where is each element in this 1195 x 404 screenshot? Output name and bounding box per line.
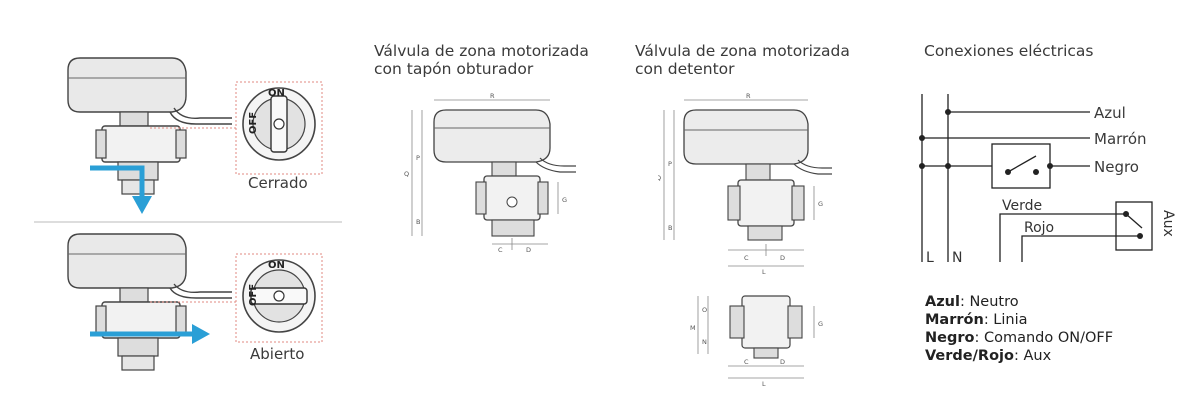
plug-valve-panel: Válvula de zona motorizada con tapón obt… bbox=[374, 42, 614, 78]
plug-dim-p: P bbox=[416, 154, 420, 162]
detent-dim-b: B bbox=[668, 224, 672, 232]
legend-row: Azul: Neutro bbox=[925, 294, 1019, 310]
detent-valve-drawing: R Q P B G C D L M O N G C D L bbox=[658, 92, 832, 388]
plug-valve-title-line2: con tapón obturador bbox=[374, 60, 534, 78]
detent-dim-d2: D bbox=[780, 358, 785, 366]
flow-arrow-closed bbox=[90, 165, 145, 200]
detent-dim-r: R bbox=[746, 92, 751, 100]
detent-dim-l: L bbox=[762, 268, 766, 276]
terminal-n: N bbox=[952, 250, 962, 266]
open-knob-off: OFF bbox=[248, 284, 259, 306]
legend-row: Marrón: Linia bbox=[925, 312, 1028, 328]
plug-dim-c: C bbox=[498, 246, 503, 254]
wire-verde-label: Verde bbox=[1002, 198, 1042, 214]
plug-valve-title-line1: Válvula de zona motorizada bbox=[374, 42, 589, 60]
closed-valve-illustration bbox=[67, 57, 236, 214]
electric-title: Conexiones eléctricas bbox=[924, 42, 1094, 60]
aux-label: Aux bbox=[1160, 210, 1176, 237]
closed-knob-on: ON bbox=[268, 88, 285, 99]
closed-knob-off: OFF bbox=[248, 112, 259, 134]
plug-valve-drawing: R Q P B G C D bbox=[404, 92, 576, 254]
legend-row: Verde/Rojo: Aux bbox=[925, 348, 1052, 364]
detent-dim-n: N bbox=[702, 338, 707, 346]
detent-dim-g2: G bbox=[818, 320, 823, 328]
plug-dim-b: B bbox=[416, 218, 420, 226]
detent-valve-panel: Válvula de zona motorizada con detentor bbox=[635, 42, 875, 78]
detent-dim-d: D bbox=[780, 254, 785, 262]
wire-rojo-label: Rojo bbox=[1024, 220, 1054, 236]
wire-negro-label: Negro bbox=[1094, 158, 1139, 176]
wiring-diagram: Verde Rojo Aux L N bbox=[919, 94, 1176, 266]
closed-state-label: Cerrado bbox=[248, 174, 308, 192]
detent-dim-q: Q bbox=[658, 174, 661, 182]
valve-states-panel: ON OFF ON OFF bbox=[0, 0, 350, 400]
terminal-l: L bbox=[926, 250, 934, 266]
closed-knob-callout: ON OFF bbox=[235, 81, 323, 175]
detent-dim-g: G bbox=[818, 200, 823, 208]
plug-dim-q: Q bbox=[404, 170, 409, 178]
detent-valve-title-line2: con detentor bbox=[635, 60, 735, 78]
plug-dim-r: R bbox=[490, 92, 495, 100]
plug-dim-g: G bbox=[562, 196, 567, 204]
open-knob-on: ON bbox=[268, 260, 285, 271]
legend-row: Negro: Comando ON/OFF bbox=[925, 330, 1114, 346]
detent-valve-title-line1: Válvula de zona motorizada bbox=[635, 42, 850, 60]
detent-dim-p: P bbox=[668, 160, 672, 168]
open-valve-illustration bbox=[67, 233, 236, 371]
detent-dim-m: M bbox=[690, 324, 696, 332]
plug-dim-d: D bbox=[526, 246, 531, 254]
detent-dim-c: C bbox=[744, 254, 749, 262]
detent-dim-o: O bbox=[702, 306, 707, 314]
wire-legend: Azul: Neutro Marrón: Linia Negro: Comand… bbox=[925, 293, 1113, 365]
detent-valve-top-view: M O N G C D L bbox=[690, 295, 823, 388]
detent-dim-l2: L bbox=[762, 380, 766, 388]
open-state-label: Abierto bbox=[250, 345, 305, 363]
valve-states-drawing: ON OFF ON OFF bbox=[34, 57, 342, 371]
open-knob-callout: ON OFF bbox=[235, 253, 323, 343]
wire-marron-label: Marrón bbox=[1094, 130, 1147, 148]
wire-azul-label: Azul bbox=[1094, 104, 1126, 122]
detent-dim-c2: C bbox=[744, 358, 749, 366]
